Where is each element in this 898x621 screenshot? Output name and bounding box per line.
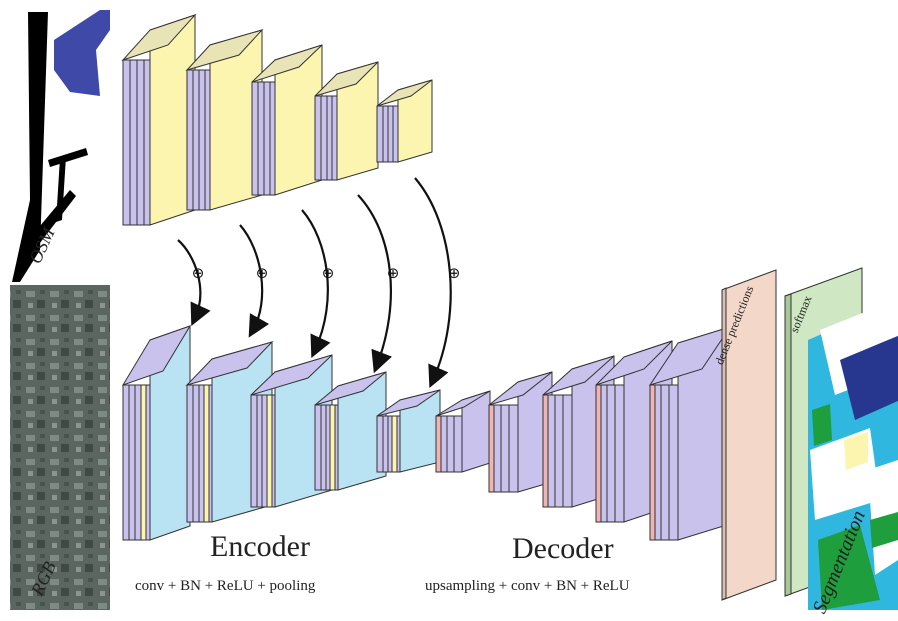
fusion-symbols: ⊕ ⊕ ⊕ ⊕ ⊕ (192, 264, 461, 282)
osm-block-2 (185, 29, 264, 211)
fusion-arrow-1 (177, 239, 211, 326)
decoder-title: Decoder (512, 532, 614, 565)
osm-block-3 (251, 44, 323, 196)
encoder-title: Encoder (210, 530, 310, 563)
enc-block-1 (121, 325, 192, 541)
encoder-ops: conv + BN + ReLU + pooling (135, 578, 316, 594)
rgb-encoder-branch (121, 325, 441, 541)
fusion-symbol-3: ⊕ (322, 264, 335, 282)
fusion-arrow-2 (239, 224, 270, 338)
fusion-symbol-4: ⊕ (387, 264, 400, 282)
fusion-symbol-1: ⊕ (192, 264, 205, 282)
fusion-symbol-5: ⊕ (448, 264, 461, 282)
decoder-ops: upsampling + conv + BN + ReLU (425, 578, 630, 594)
osm-encoder-branch (121, 13, 433, 226)
osm-block-1 (121, 13, 197, 226)
fusion-connections (177, 177, 452, 389)
dec-block-5 (648, 326, 732, 541)
osm-block-5 (376, 79, 433, 163)
enc-block-4 (314, 371, 387, 491)
osm-input-image (10, 10, 110, 282)
fusion-symbol-2: ⊕ (256, 264, 269, 282)
dense-predictions-plane (721, 269, 777, 601)
enc-block-5 (376, 389, 441, 473)
fusion-arrow-5 (414, 177, 452, 389)
dec-block-2 (488, 371, 553, 493)
top-fade (0, 0, 898, 2)
rgb-input-image (10, 285, 110, 610)
segmentation-output-image (808, 298, 898, 610)
fusion-arrow-3 (301, 209, 331, 358)
decoder-branch (435, 326, 732, 541)
osm-block-4 (314, 61, 379, 181)
dec-block-1 (435, 390, 491, 473)
fusion-arrow-4 (357, 194, 392, 374)
